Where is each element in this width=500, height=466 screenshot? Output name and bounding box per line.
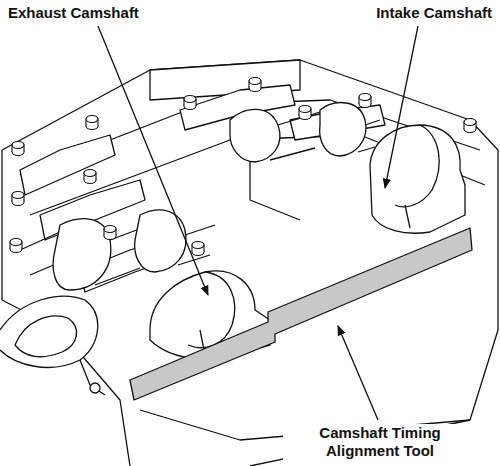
part-label: Exhaust Camshaft <box>6 4 141 22</box>
tool-label: Camshaft Timing Alignment Tool <box>283 424 477 460</box>
part-label: Intake Camshaft <box>374 4 494 22</box>
